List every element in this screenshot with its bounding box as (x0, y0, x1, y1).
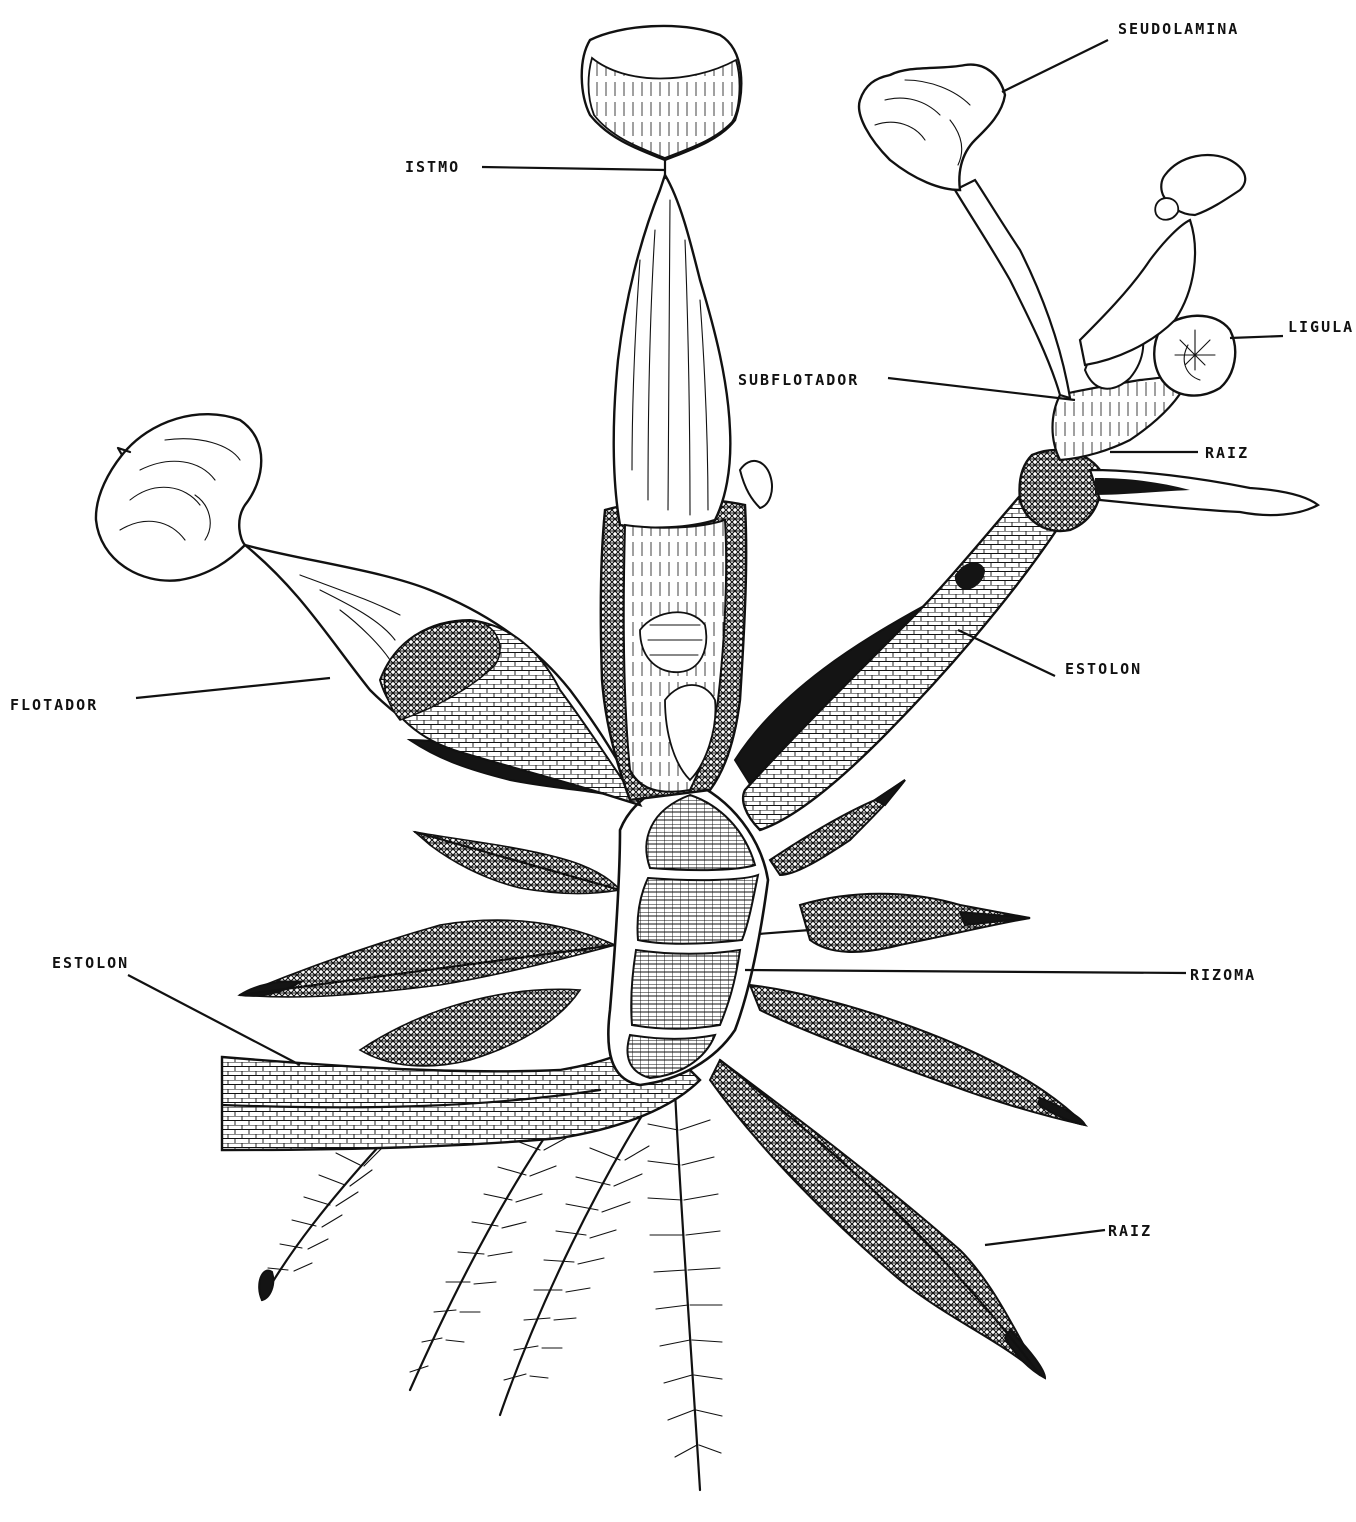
leader-istmo (482, 167, 665, 170)
label-estolon-left: ESTOLON (52, 954, 129, 972)
rhizome (608, 780, 768, 1085)
label-flotador: FLOTADOR (10, 696, 98, 714)
leader-seudolamina (1002, 40, 1108, 92)
leader-raiz-lower (985, 1230, 1105, 1245)
central-float (582, 26, 772, 800)
root-dense-right-mid (745, 894, 1030, 952)
label-subflotador: SUBFLOTADOR (738, 371, 859, 389)
leader-estolon-right (958, 630, 1055, 676)
root-feathery-4 (259, 1145, 382, 1300)
root-dense-right (710, 1060, 1045, 1378)
label-ligula: LIGULA (1288, 318, 1354, 336)
root-dense-right-upper (750, 985, 1085, 1125)
root-feathery-3 (410, 1115, 566, 1390)
root-dense-left-mid (240, 920, 615, 997)
leader-rizoma (745, 970, 1186, 973)
label-estolon-right: ESTOLON (1065, 660, 1142, 678)
root-feathery-2 (648, 1090, 722, 1490)
label-raiz-lower: RAIZ (1108, 1222, 1152, 1240)
root-dense-left-top (415, 832, 620, 894)
leader-subflotador (888, 378, 1075, 400)
label-raiz-upper: RAIZ (1205, 444, 1249, 462)
flotador-left (96, 414, 640, 805)
leader-flotador (136, 678, 330, 698)
root-dense-left-low (360, 989, 580, 1066)
leader-ligula (1230, 336, 1283, 338)
label-istmo: ISTMO (405, 158, 460, 176)
label-seudolamina: SEUDOLAMINA (1118, 20, 1239, 38)
label-rizoma: RIZOMA (1190, 966, 1256, 984)
